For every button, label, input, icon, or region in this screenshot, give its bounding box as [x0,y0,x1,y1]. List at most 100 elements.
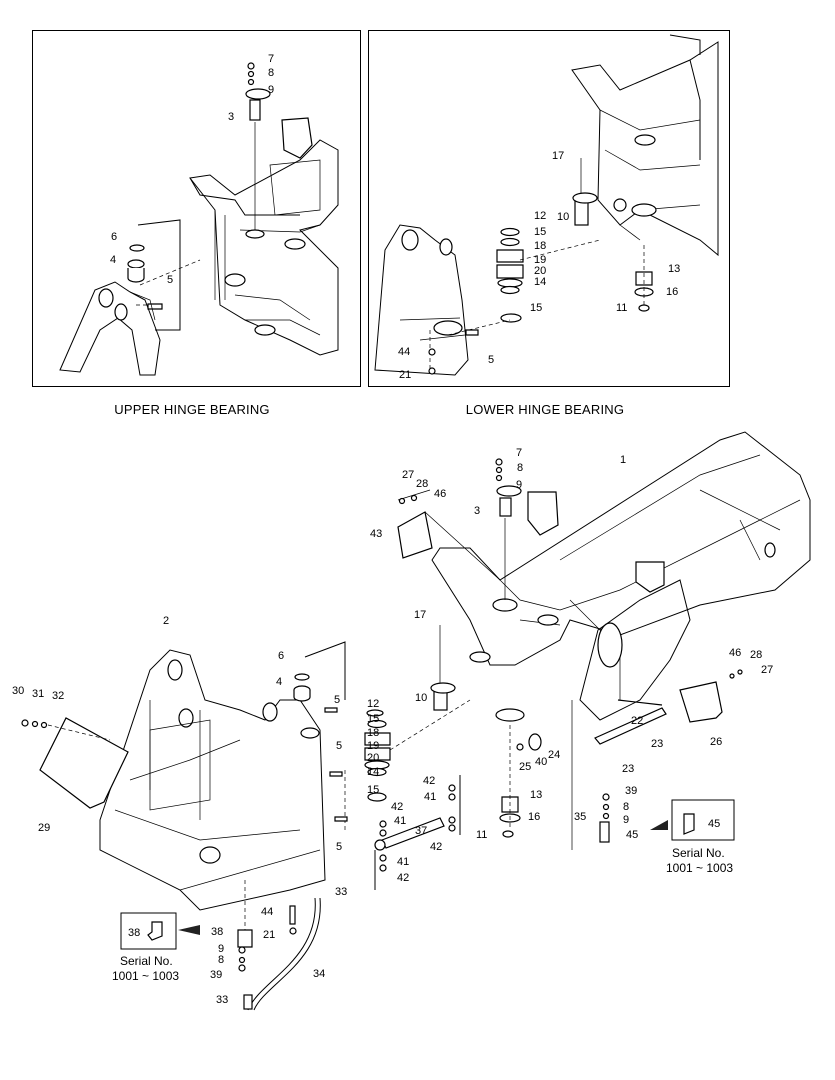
callout-main-46: 46 [434,488,446,500]
callout-main-17: 17 [414,609,426,621]
callout-lower-20: 20 [534,265,546,277]
serial-45-line1: Serial No. [672,846,725,860]
callout-main-32: 32 [52,690,64,702]
callout-main-40: 40 [535,756,547,768]
callout-main-21: 21 [263,929,275,941]
callout-main-44: 44 [261,906,273,918]
callout-main-28: 28 [750,649,762,661]
callout-main-42: 42 [391,801,403,813]
callout-main-3: 3 [474,505,480,517]
lower-hinge-caption: LOWER HINGE BEARING [465,402,625,417]
serial-45-line2: 1001 ~ 1003 [666,861,733,875]
callout-main-10: 10 [415,692,427,704]
callout-main-5: 5 [336,740,342,752]
callout-main-23: 23 [622,763,634,775]
serial-inset-38: 38 Serial No. 1001 ~ 1003 [112,912,200,983]
callout-main-14: 14 [367,766,379,778]
callout-main-23: 23 [651,738,663,750]
callout-main-15: 15 [367,713,379,725]
callout-main-1: 1 [620,454,626,466]
callout-main-39: 39 [210,969,222,981]
callout-main-34: 34 [313,968,325,980]
callout-main-46: 46 [729,647,741,659]
callout-main-13: 13 [530,789,542,801]
callout-upper-4: 4 [110,254,116,266]
callout-main-33: 33 [335,886,347,898]
lower-panel-drawing [374,34,719,376]
callout-main-15: 15 [367,784,379,796]
callout-main-28: 28 [416,478,428,490]
callout-main-8: 8 [517,462,523,474]
callout-main-19: 19 [367,740,379,752]
callout-main-41: 41 [397,856,409,868]
callout-main-33: 33 [216,994,228,1006]
callout-main-41: 41 [424,791,436,803]
main-assembly-drawing [21,431,811,1011]
callout-main-42: 42 [423,775,435,787]
callout-main-9: 9 [218,943,224,955]
serial-inset-45: 45 Serial No. 1001 ~ 1003 [650,799,735,875]
callout-main-26: 26 [710,736,722,748]
serial-38-line1: Serial No. [120,954,173,968]
callout-main-42: 42 [397,872,409,884]
callout-main-41: 41 [394,815,406,827]
callout-main-8: 8 [218,954,224,966]
serial-38-label: 38 [128,927,140,939]
callout-upper-8: 8 [268,67,274,79]
callout-main-43: 43 [370,528,382,540]
callout-main-27: 27 [402,469,414,481]
callout-main-16: 16 [528,811,540,823]
callout-main-9: 9 [623,814,629,826]
callout-lower-14: 14 [534,276,546,288]
callout-lower-21: 21 [399,369,411,381]
callout-main-29: 29 [38,822,50,834]
callout-main-24: 24 [548,749,560,761]
upper-hinge-caption: UPPER HINGE BEARING [114,402,270,417]
callout-lower-11: 11 [616,302,627,314]
serial-38-line2: 1001 ~ 1003 [112,969,179,983]
callout-upper-7: 7 [268,53,274,65]
callout-main-25: 25 [519,761,531,773]
callout-main-11: 11 [476,829,487,841]
callout-lower-15: 15 [534,226,546,238]
callout-lower-10: 10 [557,211,569,223]
callout-lower-15: 15 [530,302,542,314]
callout-main-7: 7 [516,447,522,459]
callout-main-27: 27 [761,664,773,676]
callout-main-39: 39 [625,785,637,797]
callout-lower-16: 16 [666,286,678,298]
callout-main-22: 22 [631,715,643,727]
upper-panel-drawing [59,62,339,376]
callout-main-6: 6 [278,650,284,662]
callout-main-30: 30 [12,685,24,697]
callout-lower-13: 13 [668,263,680,275]
callout-main-2: 2 [163,615,169,627]
callout-main-31: 31 [32,688,44,700]
callout-main-18: 18 [367,727,379,739]
callout-upper-9: 9 [268,84,274,96]
callout-main-45: 45 [626,829,638,841]
callout-main-42: 42 [430,841,442,853]
callout-lower-44: 44 [398,346,410,358]
callout-main-20: 20 [367,752,379,764]
callout-upper-6: 6 [111,231,117,243]
callout-main-8: 8 [623,801,629,813]
callout-main-9: 9 [516,479,522,491]
callout-lower-5: 5 [488,354,494,366]
callout-main-4: 4 [276,676,282,688]
callout-upper-3: 3 [228,111,234,123]
callout-lower-12: 12 [534,210,546,222]
callout-lower-17: 17 [552,150,564,162]
callout-lower-18: 18 [534,240,546,252]
callout-main-38: 38 [211,926,223,938]
upper-hinge-panel [32,30,361,387]
callout-main-35: 35 [574,811,586,823]
lower-hinge-panel [368,30,730,387]
callout-lower-19: 19 [534,254,546,266]
callout-main-37: 37 [415,825,427,837]
callout-main-5: 5 [334,694,340,706]
